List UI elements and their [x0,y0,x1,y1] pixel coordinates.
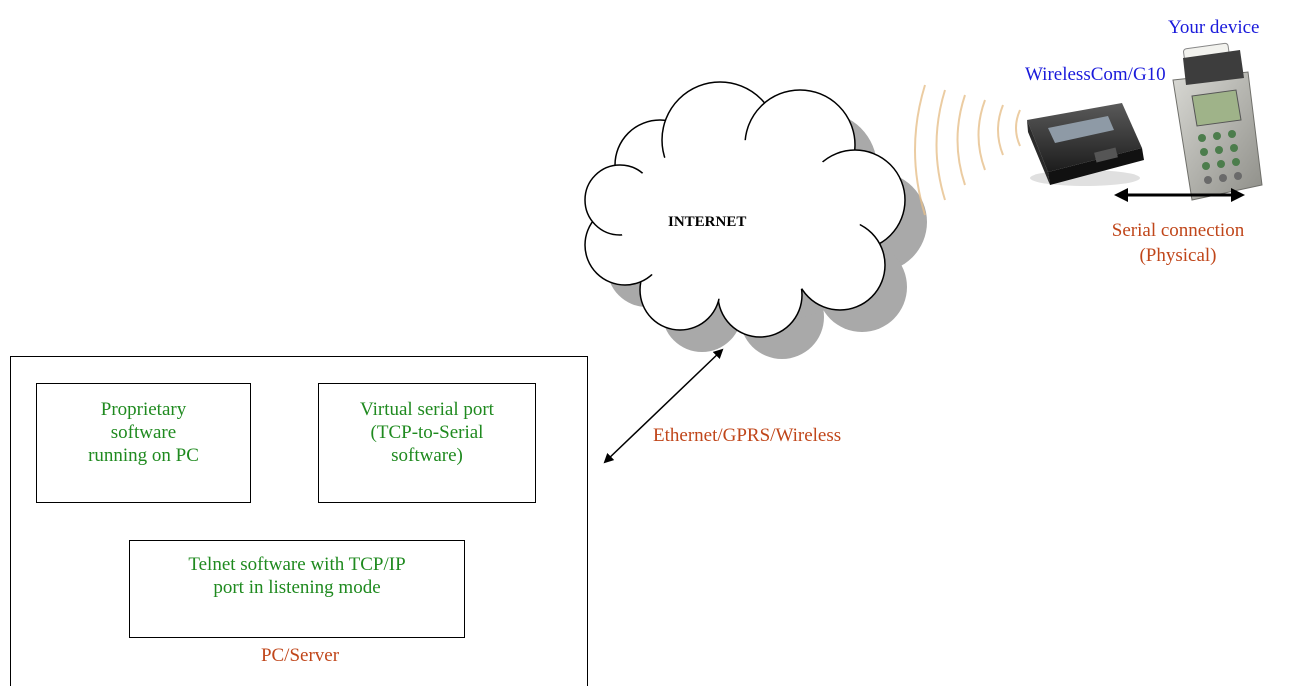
internet-label: INTERNET [668,214,747,230]
modem-label: WirelessCom/G10 [1025,64,1166,85]
proprietary-line-3: running on PC [88,445,199,466]
telnet-line-1: Telnet software with TCP/IP [188,554,406,575]
virtual-port-line-1: Virtual serial port [360,399,494,420]
telnet-software-text: Telnet software with TCP/IP port in list… [130,553,464,599]
radio-waves-icon [914,84,1021,216]
wireless-modem-icon [1027,103,1144,186]
virtual-port-line-3: software) [391,445,463,466]
serial-label-line-2: (Physical) [1139,245,1217,266]
network-label: Ethernet/GPRS/Wireless [653,425,842,446]
virtual-port-line-2: (TCP-to-Serial [370,422,484,443]
telnet-line-2: port in listening mode [213,577,381,598]
network-arrow [603,348,724,464]
proprietary-software-text: Proprietary software running on PC [37,398,250,467]
serial-connection-label: Serial connection (Physical) [1088,218,1268,268]
telnet-software-box: Telnet software with TCP/IP port in list… [129,540,465,638]
proprietary-line-1: Proprietary [100,399,187,420]
pc-server-label: PC/Server [260,645,340,666]
serial-label-line-1: Serial connection [1111,220,1245,241]
proprietary-line-2: software [110,422,177,443]
virtual-serial-port-text: Virtual serial port (TCP-to-Serial softw… [319,398,535,467]
proprietary-software-box: Proprietary software running on PC [36,383,251,503]
device-label: Your device [1168,17,1260,38]
cloud-fill [620,140,860,300]
payment-terminal-icon [1172,42,1263,201]
virtual-serial-port-box: Virtual serial port (TCP-to-Serial softw… [318,383,536,503]
